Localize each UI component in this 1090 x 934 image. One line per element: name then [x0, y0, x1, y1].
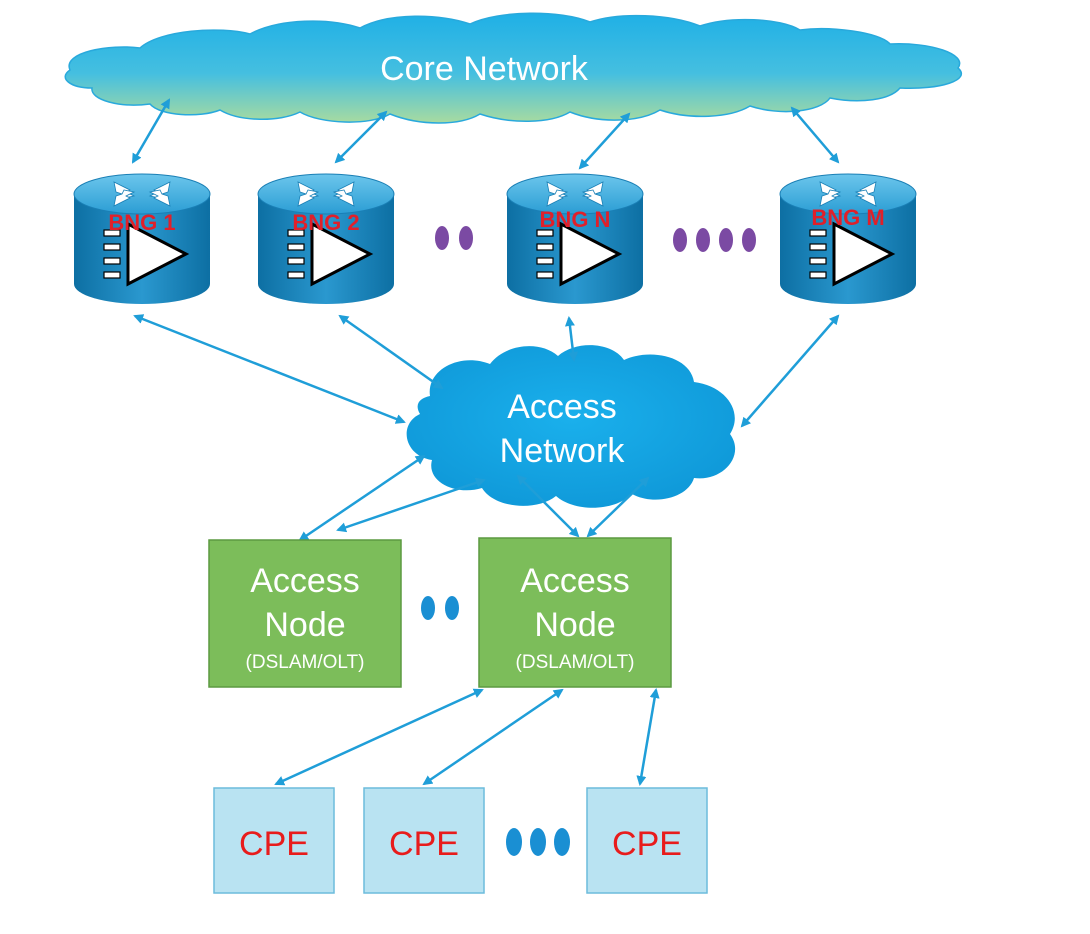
link-bng2-access: [338, 314, 444, 390]
access-node-1-title-line2: Node: [264, 606, 345, 644]
core-network-label: Core Network: [380, 50, 589, 88]
bng-1-label: BNG 1: [108, 210, 175, 235]
access-node-1-title-line1: Access: [250, 562, 360, 600]
link-core-bngm: [790, 106, 840, 164]
bng-ellipsis-1: [435, 226, 473, 250]
link-core-bng2: [334, 110, 388, 164]
access-network-label-line1: Access: [507, 388, 617, 426]
core-links: [131, 98, 840, 170]
access-node-links: [298, 454, 650, 542]
cpe-ellipsis: [506, 828, 570, 856]
access-network-cloud: Access Network: [406, 345, 736, 508]
bng-n-label: BNG N: [540, 207, 611, 232]
bng-n-router: BNG N: [505, 172, 645, 306]
access-network-label-line2: Network: [500, 432, 626, 470]
link-core-bng1: [131, 98, 171, 164]
cpe-1-label: CPE: [239, 825, 309, 863]
link-access-node1-b: [336, 477, 486, 533]
bng-ellipsis-2: [673, 228, 756, 252]
link-node2-cpe1: [274, 688, 484, 786]
link-bng1-access: [133, 314, 406, 424]
link-bngm-access: [740, 314, 840, 428]
cpe-2: CPE: [363, 787, 485, 894]
link-node2-cpe3: [636, 688, 660, 786]
access-node-2-title-line2: Node: [534, 606, 615, 644]
access-node-2-subtitle: (DSLAM/OLT): [516, 652, 635, 673]
access-node-2: Access Node (DSLAM/OLT): [478, 537, 672, 688]
cpe-3: CPE: [586, 787, 708, 894]
link-access-node1-a: [298, 454, 426, 542]
link-access-node2-a: [516, 474, 580, 538]
bng-2-label: BNG 2: [292, 210, 359, 235]
cpe-3-label: CPE: [612, 825, 682, 863]
link-bngn-access: [564, 316, 579, 362]
core-network-cloud: Core Network: [64, 12, 962, 124]
link-node2-cpe2: [422, 688, 564, 786]
bng-2-router: BNG 2: [256, 172, 396, 306]
cpe-2-label: CPE: [389, 825, 459, 863]
bng-1-router: BNG 1: [72, 172, 212, 306]
bng-m-label: BNG M: [811, 205, 884, 230]
access-node-2-title-line1: Access: [520, 562, 630, 600]
access-node-1: Access Node (DSLAM/OLT): [208, 539, 402, 688]
access-node-ellipsis: [421, 596, 459, 620]
access-node-1-subtitle: (DSLAM/OLT): [246, 652, 365, 673]
bng-m-router: BNG M: [778, 172, 918, 306]
bng-access-links: [133, 314, 840, 428]
cpe-1: CPE: [213, 787, 335, 894]
link-core-bngn: [578, 112, 631, 170]
link-access-node2-b: [586, 476, 650, 538]
cpe-links: [274, 688, 660, 786]
